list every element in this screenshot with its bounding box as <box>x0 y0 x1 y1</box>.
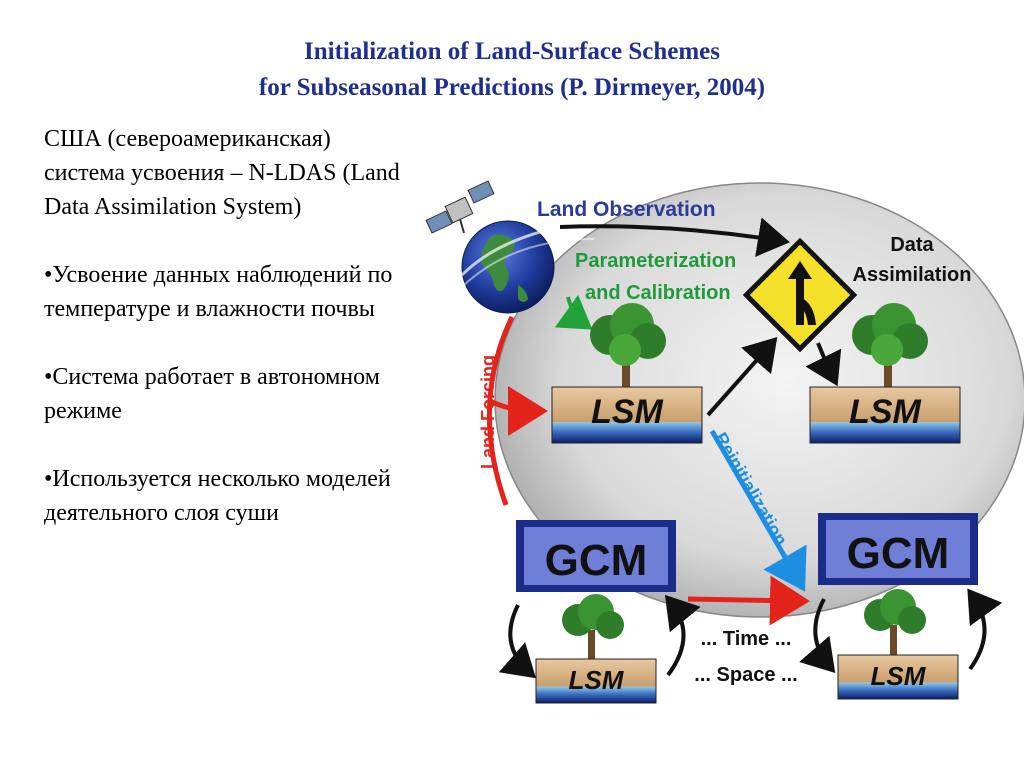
reinitialization-arrow <box>709 429 807 592</box>
lsm-box: LSM <box>551 386 703 444</box>
land-observation-label: Land Observation <box>537 198 716 221</box>
lsm-label: LSM <box>591 393 663 431</box>
bullet-1: •Усвоение данных наблюдений по температу… <box>44 262 393 322</box>
tree-icon <box>590 303 666 387</box>
space-label: ... Space ... <box>694 664 797 686</box>
spacer <box>44 428 404 462</box>
lsm-label: LSM <box>871 661 927 691</box>
body-text: США (североамериканская) система усвоени… <box>44 122 404 530</box>
gcm-label: GCM <box>847 529 950 578</box>
lsm-box: LSM <box>809 386 961 444</box>
lsm-box: LSM <box>535 658 657 704</box>
spacer <box>44 326 404 360</box>
time-label: ... Time ... <box>701 628 792 650</box>
intro-paragraph: США (североамериканская) система усвоени… <box>44 126 400 220</box>
parameterization-arrow <box>554 294 593 330</box>
tree-icon <box>562 594 624 660</box>
lsm-label: LSM <box>569 665 625 695</box>
gcm-box: GCM <box>818 513 978 585</box>
lsm-label: LSM <box>849 393 921 431</box>
spacer <box>44 224 404 258</box>
title-line-2: for Subseasonal Predictions (P. Dirmeyer… <box>258 74 766 101</box>
slide-title: Initialization of Land-Surface Schemes f… <box>0 34 1024 106</box>
coupling-arrow-right-up <box>967 588 1003 671</box>
merge-sign-icon <box>742 237 858 353</box>
observation-arrow <box>559 217 790 257</box>
assimilation-to-lsm-arrow <box>805 342 842 387</box>
tree-icon <box>864 589 926 655</box>
data-label: Data <box>890 234 934 256</box>
land-forcing-curve <box>486 315 515 506</box>
coupling-arrow-left-down <box>498 604 537 679</box>
tree-icon <box>852 303 928 387</box>
lsm-box: LSM <box>837 654 959 700</box>
diagram-svg: Land Observation Parameterization and Ca… <box>425 180 1024 704</box>
satellite-icon <box>425 180 495 234</box>
land-forcing-label: Land Forcing <box>478 355 498 469</box>
title-line-1: Initialization of Land-Surface Schemes <box>304 38 720 65</box>
time-space-arrow <box>687 575 810 626</box>
lsm-to-assimilation-arrow <box>706 337 778 417</box>
gcm-box: GCM <box>516 520 676 592</box>
nldas-diagram: Land Observation Parameterization and Ca… <box>420 175 1024 720</box>
gcm-label: GCM <box>545 536 648 585</box>
land-forcing-arrow <box>488 385 548 436</box>
calibration-label: and Calibration <box>585 282 731 304</box>
bullet-2: •Система работает в автономном режиме <box>44 364 380 424</box>
bullet-3: •Используется несколько моделей деятельн… <box>44 466 391 526</box>
coupling-arrow-right-down <box>799 598 836 674</box>
background-ellipse <box>494 182 1024 618</box>
assimilation-label: Assimilation <box>853 264 972 286</box>
parameterization-label: Parameterization <box>575 250 736 272</box>
coupling-arrow-left-up <box>664 594 701 677</box>
globe-icon <box>460 220 595 314</box>
